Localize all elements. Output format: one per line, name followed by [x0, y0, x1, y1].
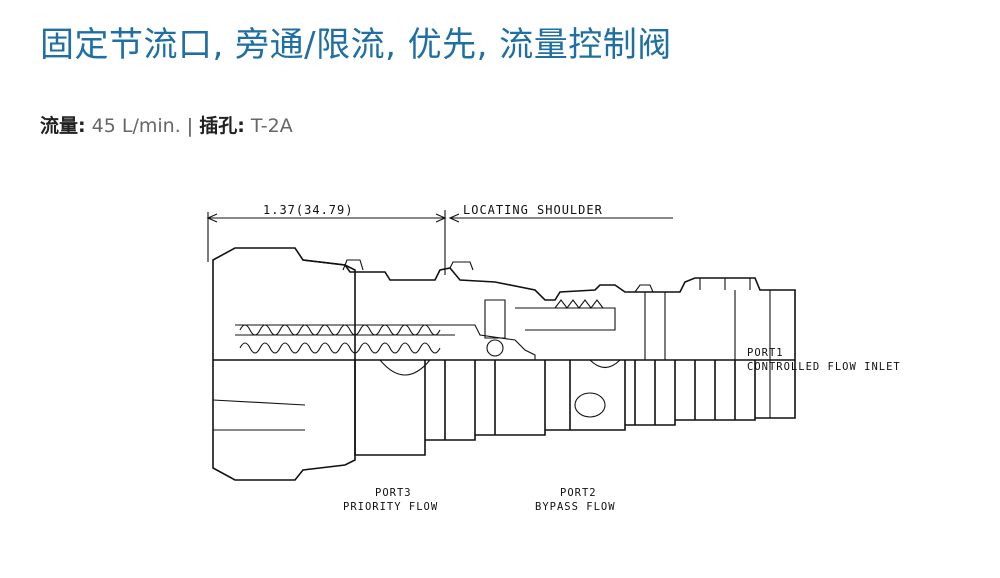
- port2-name: PORT2: [560, 487, 597, 499]
- spec-line: 流量: 45 L/min. | 插孔: T-2A: [40, 112, 293, 140]
- flow-label: 流量:: [40, 115, 86, 137]
- locating-shoulder-label: LOCATING SHOULDER: [463, 203, 603, 217]
- port3-description: PRIORITY FLOW: [343, 501, 438, 513]
- port2-description: BYPASS FLOW: [535, 501, 616, 513]
- cavity-label: 插孔:: [199, 115, 245, 137]
- dimension-line: [206, 210, 673, 275]
- valve-body: [212, 247, 796, 481]
- port3-name: PORT3: [375, 487, 412, 499]
- port1-description: CONTROLLED FLOW INLET: [747, 361, 901, 373]
- spring-coils: [239, 324, 441, 354]
- cavity-value: T-2A: [250, 115, 293, 137]
- spec-separator: |: [186, 115, 194, 137]
- dimension-label: 1.37(34.79): [263, 203, 353, 217]
- page-title: 固定节流口, 旁通/限流, 优先, 流量控制阀: [40, 25, 672, 65]
- flow-value: 45 L/min.: [91, 115, 181, 137]
- port1-name: PORT1: [747, 347, 784, 359]
- valve-cross-section-diagram: 1.37(34.79) LOCATING SHOULDER: [206, 203, 901, 513]
